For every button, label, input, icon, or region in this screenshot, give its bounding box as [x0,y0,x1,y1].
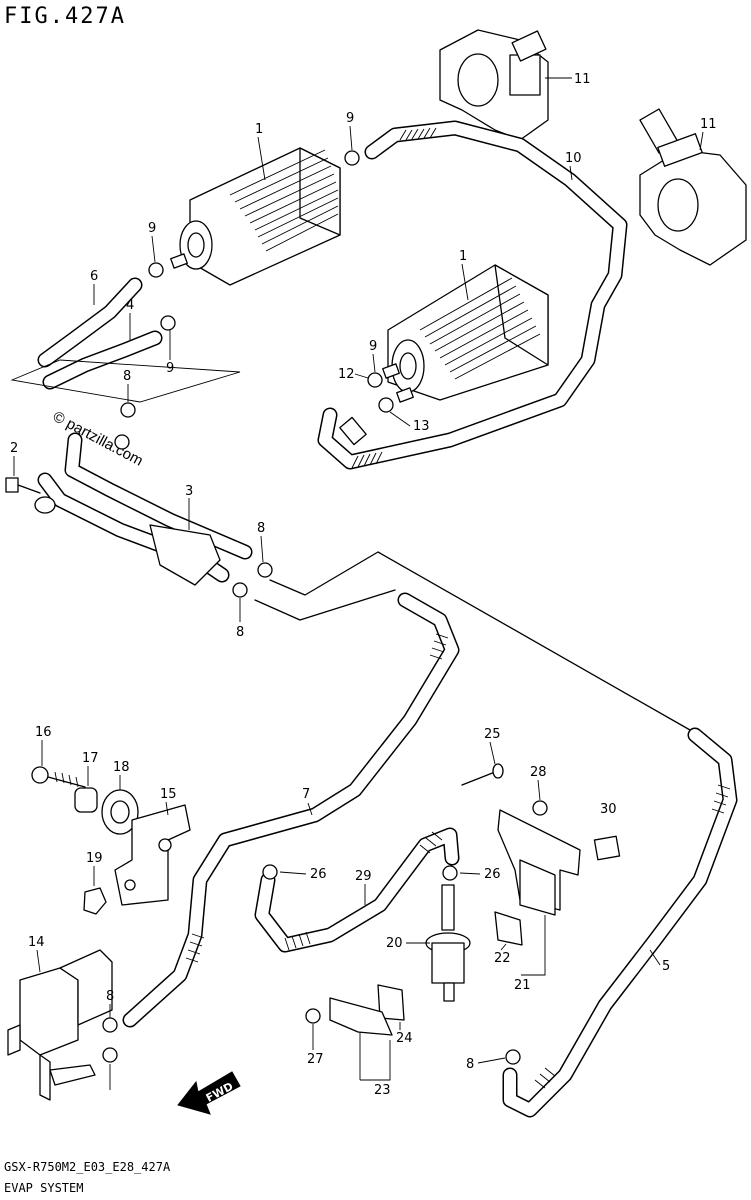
clamp-8-e[interactable] [102,1017,118,1033]
nut-19[interactable] [83,887,107,915]
callout-9-b: 9 [148,221,156,236]
callout-10: 10 [565,151,582,166]
callout-7: 7 [302,787,310,802]
footer-code: GSX-R750M2_E03_E28_427A [4,1160,171,1174]
callout-11-a: 11 [574,72,591,87]
callout-15: 15 [160,787,177,802]
callout-17: 17 [82,751,99,766]
callout-labels: 1 1 2 3 4 5 6 7 8 8 8 8 8 9 9 9 9 10 11 … [10,72,717,1098]
callout-14: 14 [28,935,45,950]
hose-tube-lines [254,551,691,731]
bolt-16[interactable] [31,766,86,788]
collar-17[interactable] [74,787,98,813]
clamp-26-a[interactable] [262,864,278,880]
clamp-24[interactable] [377,984,405,1021]
separator-20[interactable] [425,884,471,1002]
clamp-13[interactable] [378,397,394,413]
clamp-8-a[interactable] [120,402,136,418]
canister-lower[interactable] [382,264,549,403]
callout-19: 19 [86,851,103,866]
callout-9-c: 9 [166,361,174,376]
clamp-8-f[interactable] [102,1047,118,1063]
clamp-8-c[interactable] [257,562,273,578]
footer-name: EVAP SYSTEM [4,1181,84,1195]
callout-20: 20 [386,936,403,951]
callout-1-lower: 1 [459,249,467,264]
callout-8-c: 8 [236,625,244,640]
canister-upper[interactable] [170,147,341,286]
bracket-21[interactable] [497,809,581,916]
clip-22[interactable] [494,911,523,946]
figure-title: FIG.427A [4,4,126,29]
hose-29[interactable] [254,827,460,953]
callout-24: 24 [396,1031,413,1046]
hose-4[interactable] [42,330,163,390]
callout-28: 28 [530,765,547,780]
callout-9-d: 9 [369,339,377,354]
callout-21: 21 [514,978,531,993]
hose-10[interactable] [317,120,628,470]
purge-valve-14[interactable] [7,949,113,1101]
clamp-9-a[interactable] [344,150,360,166]
callout-8-e: 8 [466,1057,474,1072]
rivet-25[interactable] [461,763,504,786]
damper-30[interactable] [593,835,621,861]
callout-27: 27 [307,1052,324,1067]
callout-8-b: 8 [257,521,265,536]
callout-11-b: 11 [700,117,717,132]
bracket-11-a[interactable] [439,29,549,141]
callout-13: 13 [413,419,430,434]
callout-23: 23 [374,1083,391,1098]
callout-1-upper: 1 [255,122,263,137]
clamp-9-b[interactable] [148,262,164,278]
callout-25: 25 [484,727,501,742]
callout-9-a: 9 [346,111,354,126]
callout-26-a: 26 [310,867,327,882]
clamp-8-g[interactable] [505,1049,521,1065]
callout-8-a: 8 [123,369,131,384]
grommet-18[interactable] [101,789,139,835]
callout-16: 16 [35,725,52,740]
callout-29: 29 [355,869,372,884]
hose-5[interactable] [502,727,738,1118]
screw-27[interactable] [305,1008,321,1024]
clamp-9-c[interactable] [160,315,176,331]
callout-3: 3 [185,484,193,499]
fwd-arrow-icon: FWD [177,1071,241,1115]
callout-26-b: 26 [484,867,501,882]
hose-6[interactable] [37,277,143,368]
bracket-15[interactable] [114,804,191,906]
callout-2: 2 [10,441,18,456]
callout-8-d: 8 [106,989,114,1004]
clamps[interactable] [102,150,521,1065]
callout-30: 30 [600,802,617,817]
washer-28[interactable] [532,800,548,816]
hose-7[interactable] [122,592,460,1028]
pipe-3[interactable] [34,432,253,586]
clamp-8-b[interactable] [114,434,130,450]
callout-5: 5 [662,959,670,974]
clamp-9-d[interactable] [367,372,383,388]
clamp-8-d[interactable] [232,582,248,598]
callout-22: 22 [494,951,511,966]
callout-18: 18 [113,760,130,775]
bracket-11-b[interactable] [639,108,747,266]
callout-4: 4 [126,298,134,313]
callout-6: 6 [90,269,98,284]
callout-12: 12 [338,367,355,382]
bracket-23[interactable] [329,997,393,1036]
clamp-26-b[interactable] [442,865,458,881]
bolt-2[interactable] [5,477,41,494]
